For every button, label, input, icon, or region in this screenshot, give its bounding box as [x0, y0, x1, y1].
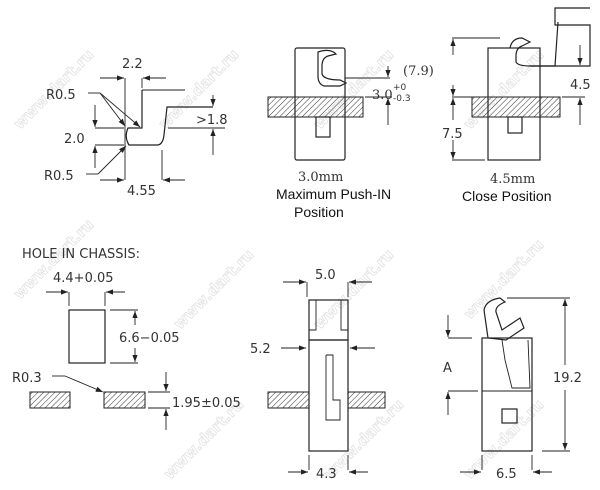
dim-2-2: 2.2 — [122, 57, 143, 72]
push-in-view: 3.0 +0 -0.3 3.0mm Maximum Push-IN Positi… — [267, 47, 411, 220]
hole-title: HOLE IN CHASSIS: — [22, 247, 140, 262]
push-in-tol-plus: +0 — [393, 83, 407, 93]
side-dim-19-2: 19.2 — [553, 371, 582, 386]
front-dim-5-2: 5.2 — [250, 342, 271, 357]
front-dim-5-0: 5.0 — [315, 268, 336, 283]
close-dim-4-5: 4.5 — [570, 78, 591, 93]
push-in-caption: Maximum Push-IN — [276, 186, 391, 202]
dim-r0-5-bottom: R0.5 — [44, 169, 74, 184]
close-dim-7-9: (7.9) — [403, 64, 434, 79]
profile-detail: 2.2 R0.5 2.0 >1.8 R0.5 4.55 — [44, 57, 228, 199]
svg-text:www.dart.ru: www.dart.ru — [460, 45, 547, 132]
push-in-caption-2: Position — [294, 204, 344, 220]
push-in-dim: 3.0 — [372, 88, 393, 103]
hole-height: 6.6−0.05 — [119, 331, 180, 346]
side-dim-a: A — [443, 361, 452, 376]
close-caption: Close Position — [462, 188, 552, 204]
hole-radius: R0.3 — [12, 371, 42, 386]
dim-2-0: 2.0 — [64, 132, 85, 147]
hole-width: 4.4+0.05 — [53, 271, 114, 286]
dim-1-8: >1.8 — [196, 113, 228, 128]
dim-r0-5-top: R0.5 — [46, 88, 76, 103]
front-dim-4-3: 4.3 — [316, 467, 337, 482]
svg-text:www.dart.ru: www.dart.ru — [460, 235, 547, 322]
hole-thickness: 1.95±0.05 — [172, 396, 241, 411]
push-in-tol-minus: -0.3 — [393, 94, 411, 104]
front-view: 5.0 5.2 4.3 — [250, 268, 386, 482]
svg-text:www.dart.ru: www.dart.ru — [310, 245, 397, 332]
svg-text:www.dart.ru: www.dart.ru — [170, 245, 257, 332]
hole-in-chassis: HOLE IN CHASSIS: 4.4+0.05 6.6−0.05 R0.3 … — [12, 247, 241, 430]
side-view: A 19.2 6.5 — [443, 297, 582, 482]
close-value: 4.5mm — [490, 172, 535, 187]
dim-4-55: 4.55 — [127, 184, 156, 199]
side-dim-6-5: 6.5 — [496, 467, 517, 482]
push-in-value: 3.0mm — [298, 170, 343, 185]
close-dim-7-5: 7.5 — [442, 127, 463, 142]
close-position-view: (7.9) 4.5 7.5 4.5mm Close Position — [403, 7, 591, 204]
